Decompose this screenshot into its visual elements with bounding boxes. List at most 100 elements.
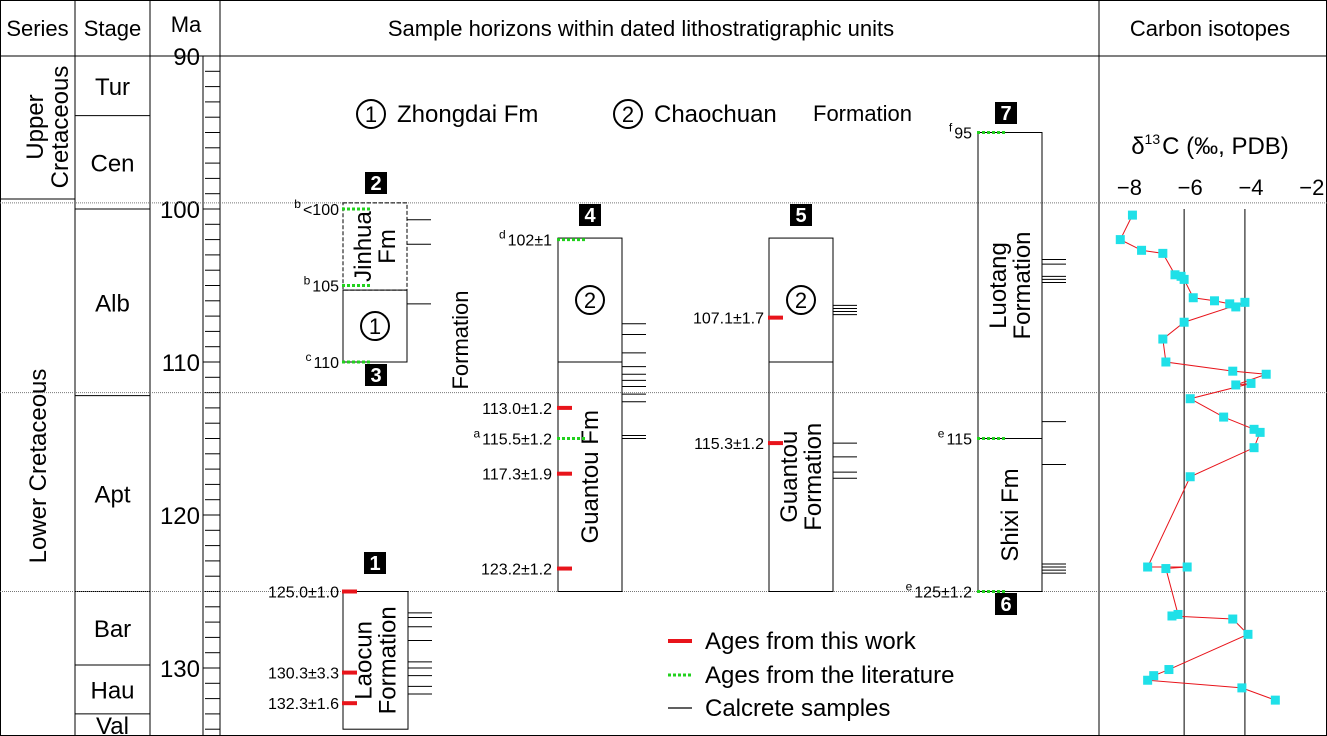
main-header: Sample horizons within dated lithostrati… — [388, 16, 894, 41]
isotope-point — [1182, 562, 1192, 572]
series-header: Series — [6, 16, 68, 41]
unit-box — [342, 591, 409, 730]
badge-background — [995, 593, 1017, 615]
unit-box — [768, 361, 834, 592]
isotope-point — [1179, 274, 1189, 284]
isotope-point — [1143, 562, 1153, 572]
stage-header: Stage — [84, 16, 142, 41]
unit-name: Guantou Fm — [577, 410, 604, 543]
circle-2-marker — [613, 99, 643, 129]
isotope-point — [1143, 675, 1153, 685]
badge-background — [579, 204, 601, 226]
isotope-point — [1164, 665, 1174, 675]
badge-number: 6 — [1000, 594, 1011, 616]
age-superscript: b — [294, 197, 301, 211]
isotope-tick-label: −2 — [1299, 175, 1324, 200]
stage-label: Alb — [95, 290, 130, 317]
section-1: LaocunFormation?125.0±1.0130.3±3.3132.3±… — [268, 552, 432, 736]
age-label: 132.3±1.6 — [268, 696, 339, 713]
isotope-point — [1270, 695, 1280, 705]
isotope-point — [1158, 248, 1168, 258]
isotope-point — [1246, 378, 1256, 388]
legend: Ages from this work Ages from the litera… — [668, 628, 954, 722]
unit-name: Guantou — [776, 431, 803, 523]
stage-label: Tur — [95, 74, 130, 101]
unit-box — [342, 289, 408, 363]
unit-name: Laocun — [351, 621, 378, 700]
age-label: 115.3±1.2 — [694, 436, 764, 453]
section-badge: 2 — [365, 172, 387, 195]
chaochuan-formation-word: Formation — [813, 101, 912, 126]
age-label: 123.2±1.2 — [481, 562, 552, 579]
isotope-tick-label: −6 — [1178, 175, 1203, 200]
isotope-point — [1185, 394, 1195, 404]
stage-label: Bar — [94, 616, 131, 643]
badge-background — [365, 364, 387, 386]
isotope-point — [1228, 366, 1238, 376]
unit-circle-number: 2 — [795, 288, 807, 313]
stage-label: Val — [96, 713, 129, 736]
sections: LaocunFormation?125.0±1.0130.3±3.3132.3±… — [268, 102, 1066, 736]
isotope-point — [1231, 302, 1241, 312]
header: Series Stage Ma Sample horizons within d… — [6, 12, 1290, 41]
badge-number: 5 — [795, 205, 806, 227]
unit-circle — [786, 285, 816, 316]
isotope-point — [1249, 424, 1259, 434]
unit-name: Fm — [374, 229, 401, 264]
ma-tick-label: 120 — [160, 503, 200, 530]
isotope-point — [1115, 235, 1125, 245]
stage-label: Hau — [90, 677, 134, 704]
badge-number: 2 — [370, 173, 381, 195]
age-label: 117.3±1.9 — [482, 467, 552, 484]
isotope-series-line — [1119, 214, 1276, 701]
age-label: 130.3±3.3 — [268, 666, 339, 683]
zhongdai-label: Zhongdai Fm — [397, 101, 538, 128]
series-upper-line1: Upper — [22, 94, 49, 159]
isotope-point — [1225, 299, 1235, 309]
reference-lines — [0, 202, 1327, 592]
circle-1-marker — [356, 99, 386, 129]
ma-tick-label: 100 — [160, 197, 200, 224]
badge-background — [995, 102, 1017, 124]
legend-label-literature: Ages from the literature — [705, 662, 954, 689]
badge-number: 7 — [1000, 103, 1011, 125]
ma-tick-label: 135 — [160, 733, 200, 736]
legend-label-calcrete: Calcrete samples — [705, 695, 890, 722]
ma-tick-label: 110 — [162, 350, 200, 377]
unit-name: Luotang — [985, 242, 1012, 329]
isotope-point — [1173, 609, 1183, 619]
section-badge: 6 — [995, 593, 1017, 616]
carbon-isotope-chart: δ13C (‰, PDB) −8−6−4−2 — [1115, 131, 1324, 736]
isotope-point — [1167, 611, 1177, 621]
ma-tick-label: 130 — [160, 656, 200, 683]
section-badge: 5 — [790, 204, 812, 227]
series-upper-line2: Cretaceous — [47, 66, 74, 189]
isotope-point — [1231, 380, 1241, 390]
age-superscript: a — [473, 427, 480, 441]
age-superscript: e — [938, 427, 945, 441]
badge-background — [790, 204, 812, 226]
age-label: 107.1±1.7 — [693, 311, 764, 328]
series-lower: Lower Cretaceous — [25, 369, 52, 564]
circle-2-number: 2 — [622, 102, 634, 127]
ma-axis: 90100110120130135 — [160, 44, 220, 736]
isotope-point — [1161, 357, 1171, 367]
isotope-point — [1261, 369, 1271, 379]
isotope-point — [1137, 245, 1147, 255]
isotope-point — [1179, 317, 1189, 327]
chaochuan-label: Chaochuan — [654, 101, 777, 128]
isotope-point — [1219, 412, 1229, 422]
series-column: Upper Cretaceous Lower Cretaceous — [22, 66, 74, 564]
isotope-point — [1243, 629, 1253, 639]
